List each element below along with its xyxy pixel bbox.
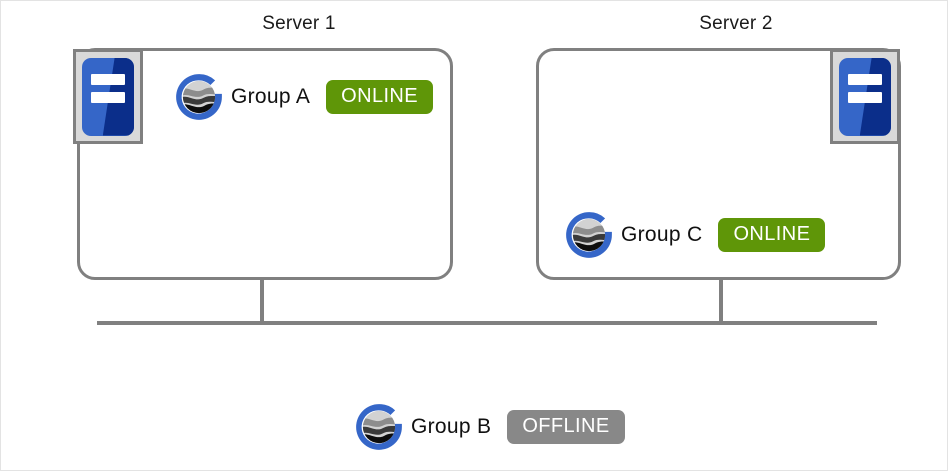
group-c-status-badge[interactable]: ONLINE: [718, 218, 826, 252]
group-row-b[interactable]: Group B OFFLINE: [353, 401, 625, 453]
network-bus-line: [97, 321, 877, 325]
server-1-server-rack-icon[interactable]: [73, 49, 143, 144]
server-2-server-rack-icon[interactable]: [830, 49, 900, 144]
group-b-status-badge[interactable]: OFFLINE: [507, 410, 625, 444]
server-chassis: [82, 57, 134, 136]
server-slot-bar: [848, 91, 882, 103]
server-2-title: Server 2: [699, 13, 773, 34]
group-b-label: Group B: [411, 415, 492, 438]
server-chassis: [839, 57, 891, 136]
group-globe-logo: [566, 212, 612, 258]
server-slot-bar: [91, 91, 125, 103]
server-1-title: Server 1: [262, 13, 336, 34]
server-1-network-link: [260, 279, 264, 325]
server-2-network-link: [719, 279, 723, 325]
group-a-status-badge[interactable]: ONLINE: [326, 80, 434, 114]
group-a-label: Group A: [231, 85, 311, 108]
group-row-a[interactable]: Group A ONLINE: [173, 71, 434, 123]
group-globe-logo: [176, 74, 222, 120]
group-c-label: Group C: [621, 223, 703, 246]
server-slot-bar: [91, 73, 125, 85]
group-globe-logo: [356, 404, 402, 450]
server-slot-bar: [848, 73, 882, 85]
group-row-c[interactable]: Group C ONLINE: [563, 209, 826, 261]
